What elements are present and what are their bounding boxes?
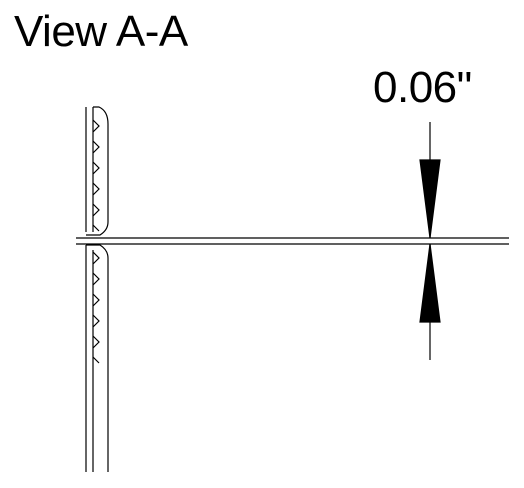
upper-weld-marks [92, 119, 100, 232]
dimension-arrow-down [419, 159, 441, 239]
lower-weld-marks [92, 251, 100, 364]
lower-wall-outline [85, 244, 109, 472]
horizontal-gap-lines [76, 237, 509, 245]
dimension-marker [419, 122, 441, 360]
dimension-value-label: 0.06" [373, 63, 472, 112]
view-title: View A-A [14, 7, 188, 56]
vertical-wall [85, 106, 109, 472]
upper-wall-outline [85, 106, 109, 236]
dimension-arrow-up [419, 243, 441, 323]
